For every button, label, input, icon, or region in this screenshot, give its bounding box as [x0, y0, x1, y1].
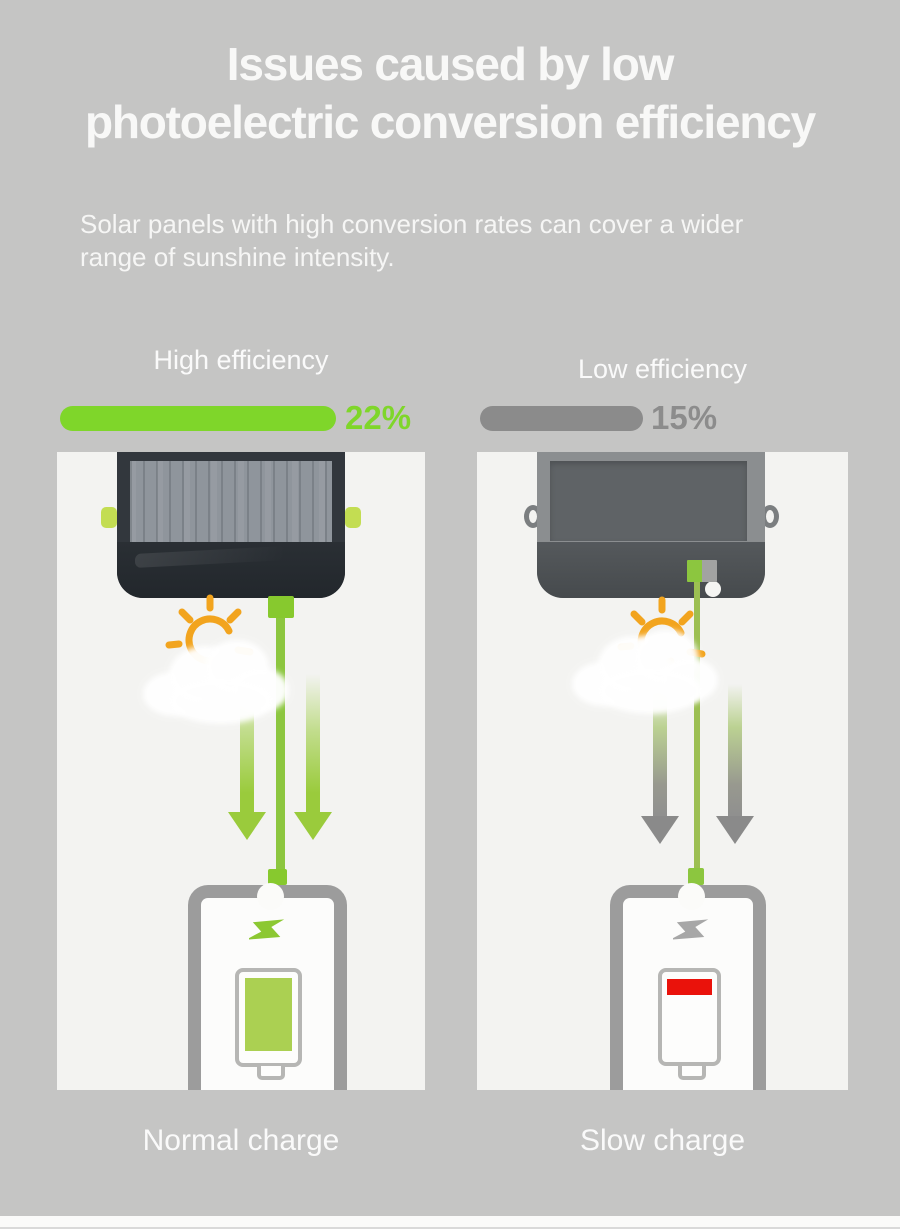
cloud-icon	[572, 628, 722, 723]
panel-lower-band	[117, 542, 345, 598]
subtitle-line-2: range of sunshine intensity.	[80, 241, 395, 272]
cable-plug-icon	[688, 868, 704, 885]
subtitle: Solar panels with high conversion rates …	[80, 208, 860, 274]
panel-button-dot	[705, 581, 721, 597]
battery-level-green	[245, 978, 292, 1051]
title-line-2: photoelectric conversion efficiency	[84, 95, 816, 148]
charging-cable	[694, 580, 700, 870]
low-card-caption: Slow charge	[579, 1124, 746, 1157]
cable-connector-icon	[687, 560, 717, 582]
high-efficiency-value: 22%	[345, 399, 412, 436]
battery-terminal	[678, 1066, 706, 1080]
bottom-white-strip	[0, 1216, 900, 1227]
down-arrow-icon	[641, 684, 679, 846]
battery-full-icon	[235, 968, 302, 1067]
panel-mount-tab-right-icon	[345, 507, 361, 528]
down-arrow-icon	[294, 674, 332, 842]
lightning-icon	[673, 914, 715, 956]
cable-connector-icon	[268, 596, 294, 618]
solar-cell-surface	[130, 461, 332, 542]
cable-plug-icon	[268, 869, 287, 885]
high-efficiency-label: High efficiency	[153, 345, 329, 375]
battery-low-icon	[658, 968, 721, 1066]
low-efficiency-bar	[480, 406, 643, 431]
low-efficiency-card	[477, 452, 848, 1090]
battery-level-red	[667, 979, 712, 995]
lightning-icon	[249, 914, 291, 956]
high-efficiency-card	[57, 452, 425, 1090]
low-efficiency-value: 15%	[651, 399, 718, 436]
charging-cable	[276, 602, 285, 872]
panel-mount-tab-left-icon	[101, 507, 117, 528]
high-efficiency-bar	[60, 406, 336, 431]
phone-port-dot	[678, 883, 705, 910]
down-arrow-icon	[716, 684, 754, 846]
bottom-edge-line	[0, 1227, 900, 1229]
cloud-icon	[143, 638, 293, 726]
title-line-1: Issues caused by low	[226, 38, 675, 90]
solar-panel-icon	[117, 452, 345, 598]
battery-terminal	[257, 1066, 285, 1080]
phone-port-dot	[257, 883, 284, 910]
subtitle-line-1: Solar panels with high conversion rates …	[80, 209, 744, 239]
low-efficiency-label: Low efficiency	[577, 354, 748, 384]
solar-panel-icon	[537, 452, 765, 598]
high-card-caption: Normal charge	[142, 1124, 340, 1157]
solar-cell-surface	[550, 461, 747, 541]
panel-lower-band	[537, 542, 765, 598]
